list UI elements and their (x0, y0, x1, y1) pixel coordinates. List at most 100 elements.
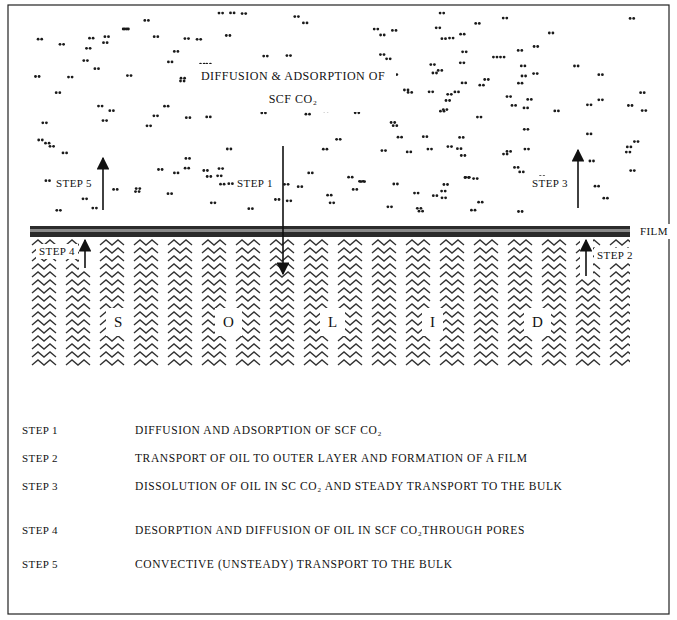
molecule-dot (391, 29, 394, 32)
molecule-dot (459, 33, 462, 36)
molecule-dot (94, 67, 97, 70)
molecule-dot (430, 148, 433, 151)
molecule-dot (373, 28, 376, 31)
molecule-dot (432, 194, 435, 197)
molecule-dot (138, 190, 141, 193)
molecule-dot (474, 209, 477, 212)
molecule-dot (307, 172, 310, 175)
molecule-dot (483, 78, 486, 81)
molecule-dot (102, 41, 105, 44)
molecule-dot (627, 104, 630, 107)
molecule-dot (112, 109, 115, 112)
molecule-dot (104, 35, 107, 38)
molecule-dot (633, 140, 636, 143)
molecule-dot (400, 136, 403, 139)
molecule-dot (409, 151, 412, 154)
solid-letter: S (106, 308, 130, 336)
molecule-dot (444, 190, 447, 193)
molecule-dot (184, 37, 187, 40)
molecule-dot (390, 121, 393, 124)
molecule-dot (536, 45, 539, 48)
molecule-dot (223, 183, 226, 186)
molecule-dot (631, 104, 634, 107)
molecule-dot (441, 37, 444, 40)
molecule-dot (55, 209, 58, 212)
molecule-dot (481, 201, 484, 204)
molecule-dot (472, 177, 475, 180)
molecule-dot (177, 172, 180, 175)
molecule-dot (448, 37, 451, 40)
molecule-dot (406, 151, 409, 154)
molecule-dot (40, 38, 43, 41)
molecule-dot (577, 65, 580, 68)
molecule-dot (592, 160, 595, 163)
molecule-dot (347, 176, 350, 179)
molecule-dot (448, 99, 451, 102)
molecule-dot (167, 61, 170, 64)
molecule-dot (161, 168, 164, 171)
molecule-dot (395, 124, 398, 127)
molecule-dot (108, 109, 111, 112)
molecule-dot (143, 19, 146, 22)
molecule-dot (629, 169, 632, 172)
molecule-dot (260, 112, 263, 115)
step-label: STEP 4 (36, 244, 78, 259)
molecule-dot (262, 55, 265, 58)
molecule-dot (311, 172, 314, 175)
molecule-dot (431, 90, 434, 93)
molecule-dot (173, 172, 176, 175)
molecule-dot (379, 53, 382, 56)
molecule-dot (286, 54, 289, 57)
molecule-dot (91, 207, 94, 210)
molecule-dot (289, 54, 292, 57)
molecule-dot (205, 116, 208, 119)
step-arrow (577, 150, 579, 208)
molecule-dot (533, 45, 536, 48)
step-description: CONVECTIVE (UNSTEADY) TRANSPORT TO THE B… (135, 556, 645, 574)
molecule-dot (446, 108, 449, 111)
molecule-dot (523, 128, 526, 131)
molecule-dot (48, 142, 51, 145)
molecule-dot (179, 80, 182, 83)
molecule-dot (407, 89, 410, 92)
molecule-dot (189, 116, 192, 119)
molecule-dot (105, 119, 108, 122)
molecule-dot (389, 57, 392, 60)
molecule-dot (34, 75, 37, 78)
molecule-dot (116, 188, 119, 191)
molecule-dot (241, 12, 244, 15)
molecule-dot (82, 197, 85, 200)
molecule-dot (167, 105, 170, 108)
molecule-dot (590, 103, 593, 106)
molecule-dot (153, 114, 156, 117)
molecule-dot (360, 180, 363, 183)
molecule-dot (384, 149, 387, 152)
molecule-dot (644, 109, 647, 112)
molecule-dot (395, 29, 398, 32)
molecule-dot (502, 17, 505, 20)
molecule-dot (476, 116, 479, 119)
step-description: DISSOLUTION OF OIL IN SC CO₂ AND STEADY … (135, 478, 635, 496)
molecule-dot (445, 99, 448, 102)
molecule-dot (463, 61, 466, 64)
molecule-dot (106, 41, 109, 44)
molecule-dot (130, 74, 133, 77)
molecule-dot (185, 157, 188, 160)
molecule-dot (548, 32, 551, 35)
molecule-dot (436, 194, 439, 197)
molecule-dot (221, 167, 224, 170)
film-label: FILM (637, 224, 671, 239)
molecule-dot (48, 179, 51, 182)
molecule-dot (420, 207, 423, 210)
molecule-dot (335, 138, 338, 141)
molecule-dot (183, 80, 186, 83)
molecule-dot (264, 112, 267, 115)
molecule-dot (517, 166, 520, 169)
molecule-dot (357, 111, 360, 114)
molecule-dot (135, 187, 138, 190)
molecule-dot (210, 201, 213, 204)
molecule-dot (435, 72, 438, 75)
molecule-dot (173, 50, 176, 53)
molecule-dot (594, 185, 597, 188)
molecule-dot (586, 133, 589, 136)
